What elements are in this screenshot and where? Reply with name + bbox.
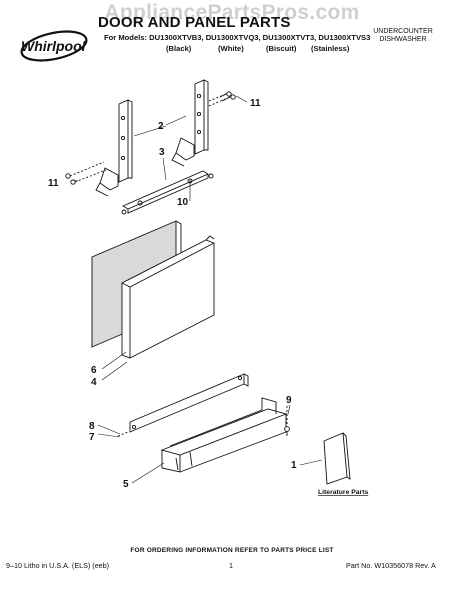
callout-9: 9	[286, 395, 292, 406]
color-biscuit: (Biscuit)	[266, 44, 297, 53]
color-white: (White)	[218, 44, 244, 53]
page-title: DOOR AND PANEL PARTS	[98, 14, 291, 31]
screw-9	[284, 406, 290, 436]
litho-info: 9–10 Litho in U.S.A. (ELS) (eeb)	[6, 561, 110, 570]
brand-logo-text: Whirlpool	[21, 38, 87, 54]
category-line-1: UNDERCOUNTER	[373, 28, 433, 35]
models-line: For Models: DU1300XTVB3, DU1300XTVQ3, DU…	[104, 33, 371, 42]
literature-parts-label: Literature Parts	[318, 489, 368, 496]
callout-7: 7	[89, 432, 95, 443]
part-number: Part No. W10356078 Rev. A	[346, 561, 436, 570]
callout-11-left: 11	[48, 178, 59, 189]
screws-left	[65, 161, 107, 185]
callout-5: 5	[123, 479, 129, 490]
callout-1: 1	[291, 460, 297, 471]
callout-3: 3	[159, 147, 165, 158]
ordering-note: FOR ORDERING INFORMATION REFER TO PARTS …	[130, 547, 334, 554]
whirlpool-logo: Whirlpool	[18, 27, 96, 67]
screws-right	[208, 91, 236, 107]
product-category: UNDERCOUNTER DISHWASHER	[370, 28, 436, 44]
color-stainless: (Stainless)	[311, 44, 350, 53]
outer-door-panel	[121, 235, 215, 359]
callout-6: 6	[91, 365, 97, 376]
toe-panel	[117, 373, 249, 437]
kick-plate-bracket	[160, 397, 288, 473]
page-number: 1	[229, 561, 233, 570]
callout-11-right: 11	[250, 98, 261, 109]
callout-2: 2	[158, 121, 164, 132]
literature-booklet	[323, 432, 351, 485]
callout-8: 8	[89, 421, 95, 432]
support-bar	[121, 170, 214, 215]
callout-10: 10	[177, 197, 189, 208]
category-line-2: DISHWASHER	[379, 36, 427, 43]
color-black: (Black)	[166, 44, 192, 53]
right-hinge-bracket	[171, 79, 209, 167]
watermark: AppliancePartsPros.com	[104, 1, 360, 24]
left-hinge-bracket	[95, 99, 133, 197]
callout-4: 4	[91, 377, 97, 388]
